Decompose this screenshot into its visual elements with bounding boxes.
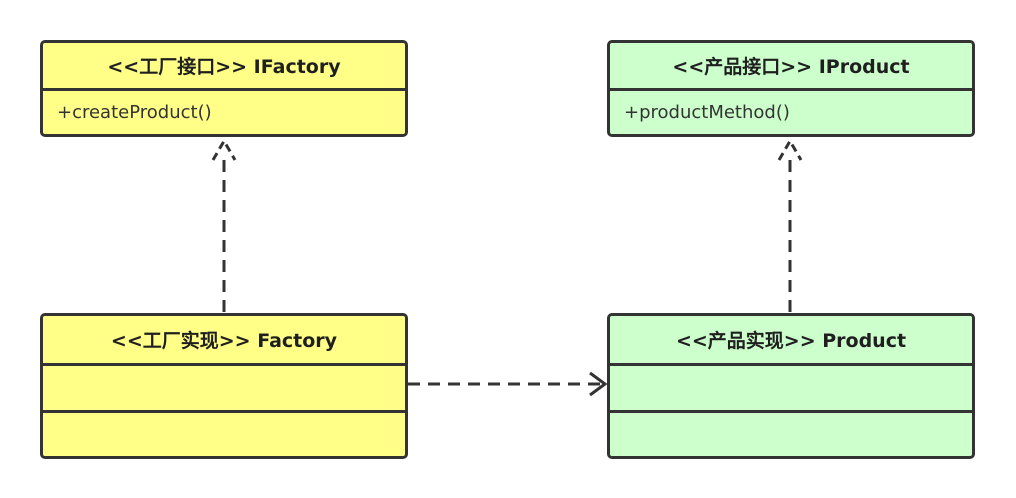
- realization-arrowhead-ifactory: [211, 138, 237, 161]
- factory-attributes-compartment: [43, 366, 405, 413]
- product-class-title: <<产品实现>> Product: [610, 316, 972, 366]
- product-class-box[interactable]: <<产品实现>> Product: [607, 313, 975, 459]
- dependency-arrowhead: [589, 371, 608, 397]
- ifactory-method: +createProduct(): [57, 102, 212, 123]
- factory-class-box[interactable]: <<工厂实现>> Factory: [40, 313, 408, 459]
- ifactory-class-title: <<工厂接口>> IFactory: [43, 43, 405, 91]
- factory-methods-compartment: [43, 413, 405, 456]
- factory-class-title: <<工厂实现>> Factory: [43, 316, 405, 366]
- iproduct-class-box[interactable]: <<产品接口>> IProduct +productMethod(): [607, 40, 975, 137]
- iproduct-method: +productMethod(): [624, 102, 790, 123]
- ifactory-class-box[interactable]: <<工厂接口>> IFactory +createProduct(): [40, 40, 408, 137]
- product-methods-compartment: [610, 413, 972, 456]
- iproduct-class-title: <<产品接口>> IProduct: [610, 43, 972, 91]
- realization-arrowhead-iproduct: [777, 138, 803, 161]
- product-attributes-compartment: [610, 366, 972, 413]
